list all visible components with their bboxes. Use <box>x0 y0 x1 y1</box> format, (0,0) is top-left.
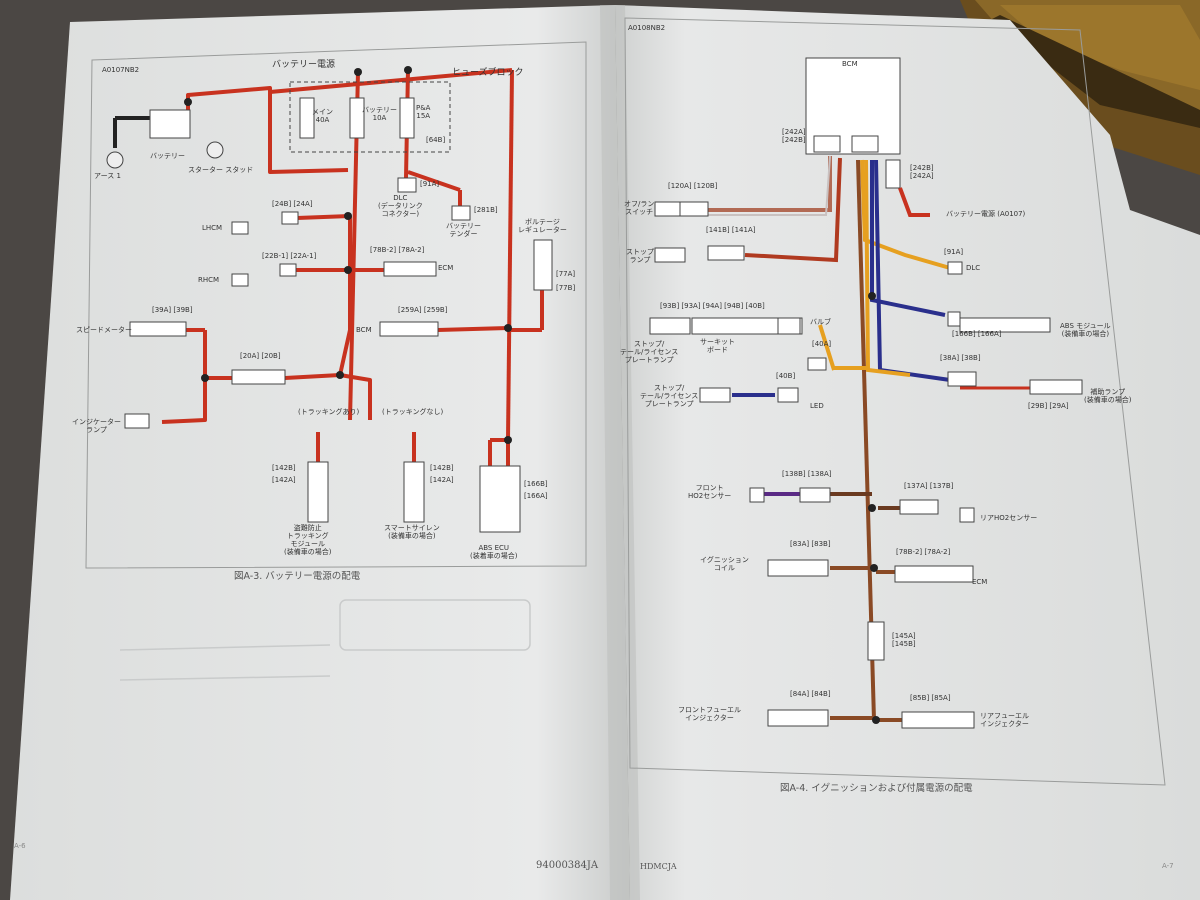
siren-connector-a: [142B] <box>430 464 454 472</box>
lhcm-label: LHCM <box>202 224 223 232</box>
document-number: 94000384JA <box>536 860 599 871</box>
aux-lamps-connector-label: [38A] [38B] <box>940 354 981 362</box>
left-junction-dots <box>184 66 512 444</box>
vr-connector-a: [77A] <box>556 270 576 278</box>
battery-tender-label: バッテリー テンダー <box>446 222 481 239</box>
circuit-board-label: サーキット ボード <box>700 338 735 355</box>
left-page-number: A-6 <box>14 842 26 850</box>
abs-module-label: ABS モジュール (装備車の場合) <box>1060 322 1111 339</box>
battery-power-label: バッテリー電源 <box>272 60 336 70</box>
speedometer-label: スピードメーター <box>76 326 132 334</box>
left-bcm-label: BCM <box>356 326 372 334</box>
right-footer-code: HDMCJA <box>640 862 677 871</box>
rear-injector-label: リアフューエル インジェクター <box>980 712 1029 729</box>
led-label: LED <box>810 402 824 410</box>
bleed-through <box>119 599 531 681</box>
left-header-code: A0107NB2 <box>102 66 140 74</box>
fuse-battery-label: バッテリー 10A <box>362 106 397 123</box>
abs-connector-b: [166A] <box>524 492 548 500</box>
tsm-connector-a: [142B] <box>272 464 296 472</box>
coil-connector-label: [83A] [83B] <box>790 540 831 548</box>
right-bcm-label: BCM <box>842 60 858 68</box>
stl-lamp-label-2: ストップ/ テール/ライセンス プレートランプ <box>640 384 699 409</box>
run-switch-label: オフ/ラン スイッチ <box>624 200 655 217</box>
tracking-yes-label: (トラッキングあり) <box>298 408 360 416</box>
tracking-module-label: 盗難防止 トラッキング モジュール (装備車の場合) <box>284 524 332 557</box>
abs-module-connector-label: [166B] [166A] <box>952 330 1002 338</box>
rear-o2-label: リアHO2センサー <box>980 514 1038 522</box>
right-diagram-frame <box>624 17 1166 786</box>
rhcm-connector-label: [22B-1] [22A-1] <box>262 252 317 260</box>
lhcm-connector-label: [24B] [24A] <box>272 200 313 208</box>
connector-40a: [40A] <box>812 340 832 348</box>
right-ecm-label: ECM <box>972 578 988 586</box>
bulb-label: バルブ <box>810 318 831 326</box>
fuse-block-label: ヒューズブロック <box>452 68 524 78</box>
right-bcm <box>805 57 901 189</box>
left-bcm-connector-label: [259A] [259B] <box>398 306 448 314</box>
fuse-connector-label: [64B] <box>426 136 446 144</box>
indicator-lamp-label: インジケーター ランプ <box>72 418 121 435</box>
left-diagram-frame <box>85 41 587 569</box>
left-ecm-connector-label: [78B-2] [78A-2] <box>370 246 425 254</box>
left-figure-caption: 図A-3. バッテリー電源の配電 <box>234 571 361 582</box>
stop-lamp-connector-label: [141B] [141A] <box>706 226 756 234</box>
left-black-wires <box>113 116 150 148</box>
right-junction-dots <box>868 292 880 724</box>
rear-injector-connector-label: [85B] [85A] <box>910 694 951 702</box>
right-header-code: A0108NB2 <box>628 24 666 32</box>
tracking-no-label: (トラッキングなし) <box>382 408 444 416</box>
left-ecm-label: ECM <box>438 264 454 272</box>
abs-ecu-label: ABS ECU (装着車の場合) <box>470 544 518 561</box>
tender-connector-label: [281B] <box>474 206 498 214</box>
stop-lamp-label: ストップ ランプ <box>626 248 654 265</box>
right-bcm-connector-b: [242B] [242A] <box>910 164 934 181</box>
page-gutter <box>600 5 640 900</box>
aux-lamps-label: 補助ランプ (装備車の場合) <box>1084 388 1132 405</box>
left-components <box>106 81 553 533</box>
ignition-coil-label: イグニッション コイル <box>700 556 749 573</box>
right-page-number: A-7 <box>1162 862 1174 870</box>
right-bcm-connector-a: [242A] [242B] <box>782 128 806 145</box>
right-dlc-connector-label: [91A] <box>944 248 964 256</box>
connector-40b: [40B] <box>776 372 796 380</box>
dlc-connector-label: [91A] <box>420 180 440 188</box>
speedo-connector-label: [39A] [39B] <box>152 306 193 314</box>
dlc-label: DLC (データリンク コネクター) <box>378 194 423 219</box>
front-injector-label: フロントフューエル インジェクター <box>678 706 741 723</box>
right-page <box>615 5 1200 900</box>
right-ecm-connector-label: [78B-2] [78A-2] <box>896 548 951 556</box>
tsm-connector-b: [142A] <box>272 476 296 484</box>
right-figure-caption: 図A-4. イグニッションおよび付属電源の配電 <box>780 783 973 794</box>
right-components <box>649 201 1083 729</box>
front-injector-connector-label: [84A] [84B] <box>790 690 831 698</box>
front-o2-connector-label: [138B] [138A] <box>782 470 832 478</box>
circuit-board-connector-labels: [93B] [93A] [94A] [94B] [40B] <box>660 302 765 310</box>
rear-o2-connector-label: [137A] [137B] <box>904 482 954 490</box>
fuse-main-label: メイン 40A <box>312 108 333 125</box>
connector-145: [145A] [145B] <box>892 632 916 649</box>
battery-label: バッテリー <box>150 152 185 160</box>
ground-label: アース 1 <box>94 172 121 180</box>
fuse-pa-label: P&A 15A <box>416 104 431 121</box>
right-dlc-label: DLC <box>966 264 981 272</box>
aux-lamps-connector-label-2: [29B] [29A] <box>1028 402 1069 410</box>
voltage-regulator-label: ボルテージ レギュレーター <box>518 218 567 235</box>
stl-lamp-label-1: ストップ/ テール/ライセンス プレートランプ <box>620 340 679 365</box>
abs-connector-a: [166B] <box>524 480 548 488</box>
starter-stud-label: スターター スタッド <box>188 166 254 174</box>
rhcm-label: RHCM <box>198 276 220 284</box>
battery-power-reference: バッテリー電源 (A0107) <box>946 210 1026 218</box>
front-o2-label: フロント HO2センサー <box>688 484 732 501</box>
indicator-connector-label: [20A] [20B] <box>240 352 281 360</box>
vr-connector-b: [77B] <box>556 284 576 292</box>
siren-connector-b: [142A] <box>430 476 454 484</box>
smart-siren-label: スマートサイレン (装備車の場合) <box>384 524 440 541</box>
run-switch-connector-label: [120A] [120B] <box>668 182 718 190</box>
